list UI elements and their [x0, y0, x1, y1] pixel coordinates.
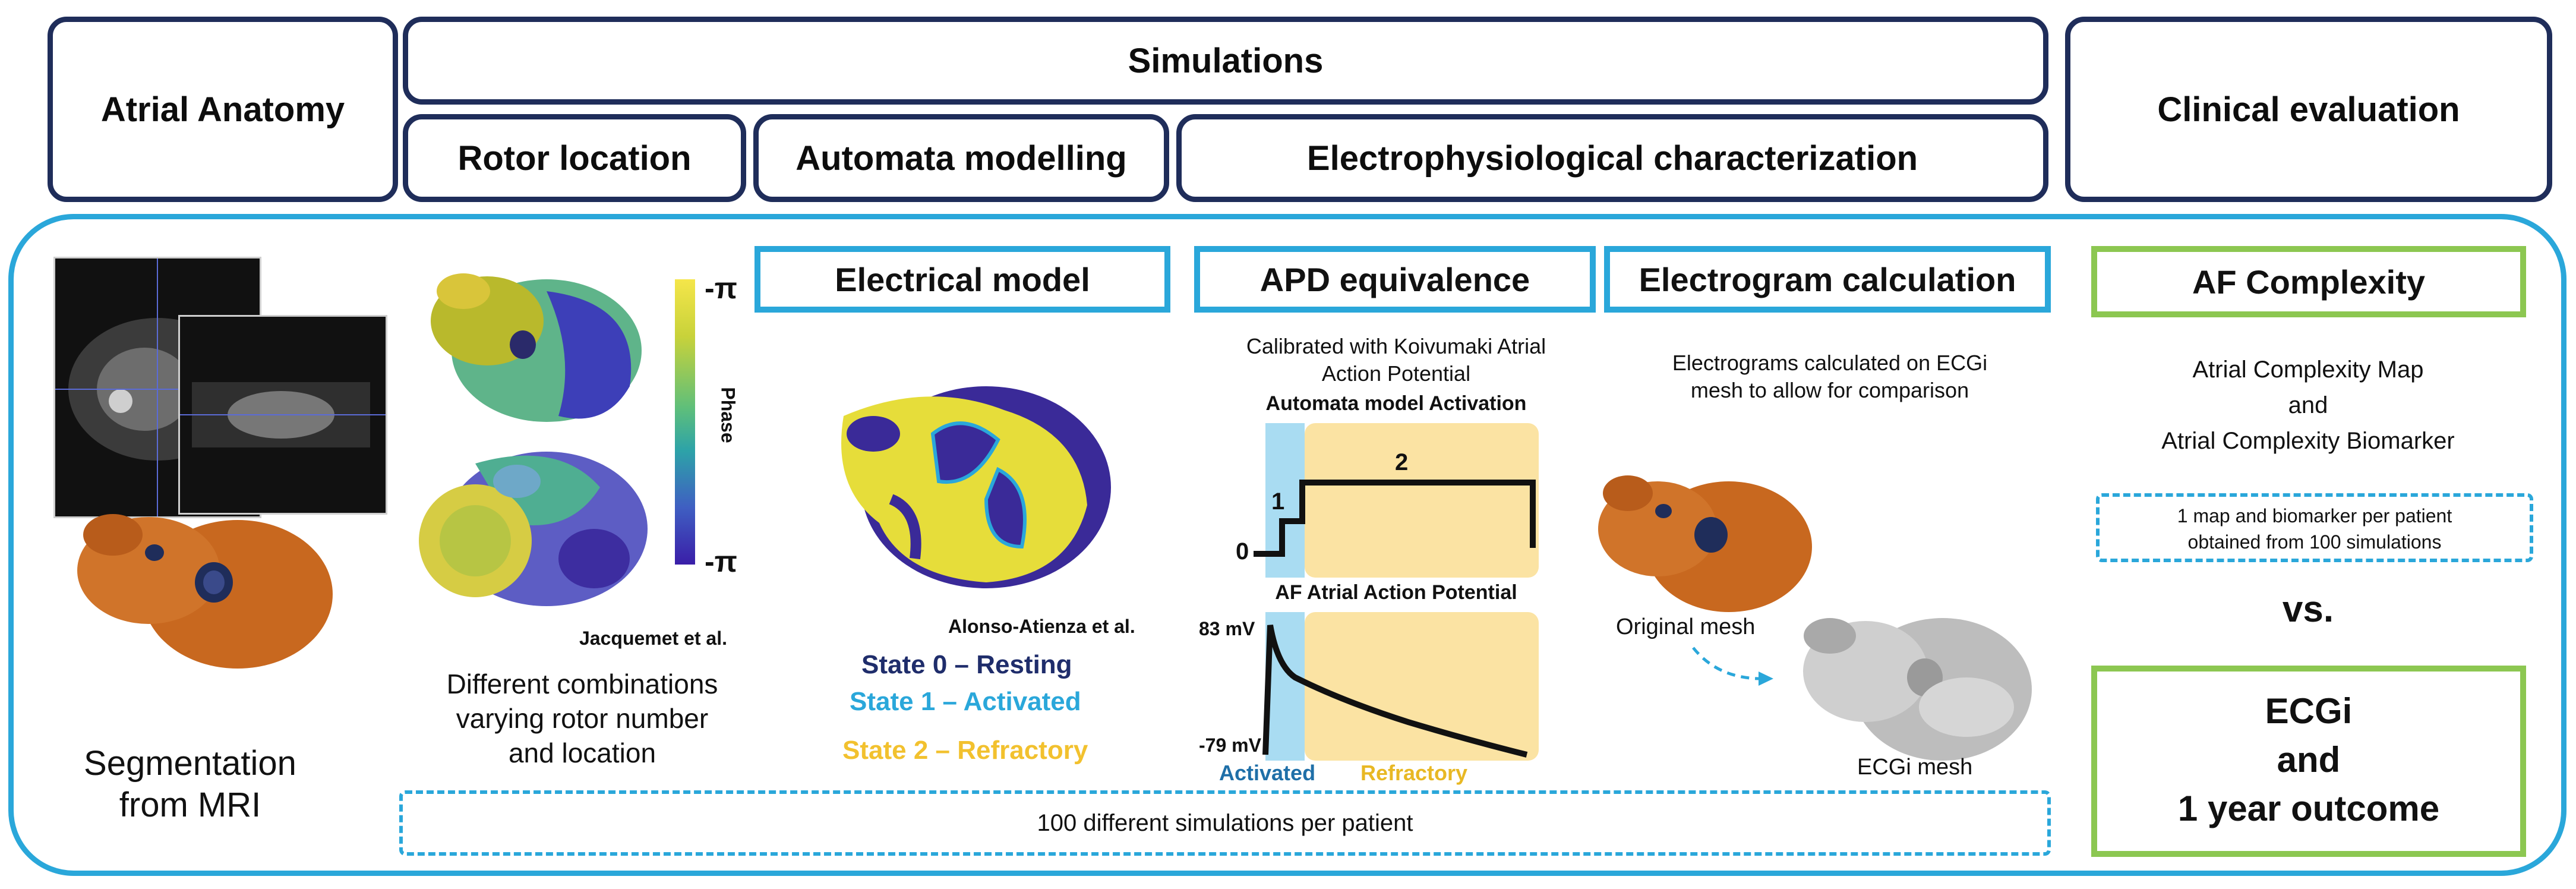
- colorbar-bottom-label: -π: [705, 545, 737, 578]
- state-1-label: State 1 – Activated: [850, 687, 1081, 716]
- rotor-description-line3: and location: [508, 737, 656, 768]
- biomarker-per-patient-box: 1 map and biomarker per patient obtained…: [2096, 493, 2533, 562]
- automata-activation-plot: [1254, 423, 1539, 578]
- rotor-phase-map-bottom: [404, 416, 665, 618]
- refractory-phase-band: [1305, 423, 1539, 578]
- complexity-biomarker-line: Atrial Complexity Biomarker: [2161, 428, 2455, 454]
- electrical-model-atria-image: [808, 368, 1117, 600]
- alonso-atienza-citation: Alonso-Atienza et al.: [948, 616, 1135, 637]
- original-mesh-image: [1592, 464, 1818, 618]
- phase-colorbar: [675, 279, 695, 565]
- main-panel: [8, 214, 2566, 876]
- vs-label: vs.: [2282, 589, 2334, 630]
- rotor-phase-map-top: [416, 256, 654, 434]
- electrogram-calculation-title: Electrogram calculation: [1604, 246, 2051, 313]
- mri-slice-sagittal: [178, 315, 387, 515]
- segmentation-caption-line2: from MRI: [119, 786, 261, 824]
- simulations-per-patient-box: 100 different simulations per patient: [399, 790, 2051, 856]
- clinical-evaluation-header: Clinical evaluation: [2065, 17, 2552, 202]
- atrial-anatomy-header: Atrial Anatomy: [48, 17, 398, 202]
- activated-label: Activated: [1219, 761, 1316, 785]
- electrophysiological-header: Electrophysiological characterization: [1176, 114, 2048, 202]
- automata-label-2: 2: [1395, 449, 1409, 475]
- ecgi-mesh-label: ECGi mesh: [1857, 755, 1973, 780]
- rotor-location-header: Rotor location: [403, 114, 746, 202]
- refractory-label: Refractory: [1360, 761, 1468, 785]
- segmented-atria-image: [59, 493, 339, 677]
- apd-equivalence-title: APD equivalence: [1194, 246, 1596, 313]
- rotor-description-line2: varying rotor number: [456, 703, 709, 734]
- electrogram-description-line2: mesh to allow for comparison: [1690, 378, 1969, 402]
- segmentation-caption-line1: Segmentation: [84, 744, 296, 783]
- af-action-potential-plot: [1254, 612, 1539, 761]
- state-0-label: State 0 – Resting: [861, 650, 1072, 679]
- electrogram-description-line1: Electrograms calculated on ECGi: [1672, 351, 1988, 375]
- outcome-ecgi-line: ECGi: [2265, 691, 2353, 731]
- mesh-transform-arrow: [1687, 642, 1782, 689]
- complexity-map-line: Atrial Complexity Map: [2192, 357, 2424, 383]
- complexity-description: Atrial Complexity Map and Atrial Complex…: [2079, 352, 2537, 459]
- voltage-bottom-label: -79 mV: [1199, 734, 1261, 756]
- outcome-year-line: 1 year outcome: [2177, 789, 2440, 828]
- apd-calibration-line2: Action Potential: [1321, 361, 1471, 386]
- electrical-model-title: Electrical model: [755, 246, 1170, 313]
- ecgi-mesh-image: [1788, 600, 2038, 767]
- automata-label-1: 1: [1271, 488, 1285, 515]
- state-2-label: State 2 – Refractory: [842, 736, 1088, 765]
- ap-refractory-band: [1305, 612, 1539, 761]
- automata-modelling-header: Automata modelling: [753, 114, 1169, 202]
- af-action-potential-title: AF Atrial Action Potential: [1275, 581, 1517, 604]
- segmentation-caption: Segmentation from MRI: [53, 743, 327, 826]
- jacquemet-citation: Jacquemet et al.: [579, 628, 727, 649]
- biomarker-box-line1: 1 map and biomarker per patient: [2177, 505, 2452, 527]
- biomarker-box-line2: obtained from 100 simulations: [2187, 531, 2442, 553]
- apd-calibration-line1: Calibrated with Koivumaki Atrial: [1246, 334, 1546, 358]
- original-mesh-label: Original mesh: [1616, 614, 1756, 639]
- automata-label-0: 0: [1236, 538, 1249, 565]
- colorbar-phase-label: Phase: [717, 387, 739, 443]
- automata-activation-title: Automata model Activation: [1265, 392, 1527, 415]
- electrogram-description: Electrograms calculated on ECGi mesh to …: [1604, 349, 2056, 404]
- af-complexity-title: AF Complexity: [2091, 246, 2526, 317]
- apd-calibration-note: Calibrated with Koivumaki Atrial Action …: [1194, 333, 1598, 387]
- voltage-top-label: 83 mV: [1199, 618, 1255, 639]
- rotor-description-line1: Different combinations: [446, 669, 718, 699]
- colorbar-top-label: -π: [705, 272, 737, 305]
- outcome-box: ECGi and 1 year outcome: [2091, 666, 2526, 857]
- simulations-header: Simulations: [403, 17, 2048, 105]
- outcome-and-line: and: [2277, 740, 2341, 780]
- rotor-description: Different combinations varying rotor num…: [416, 667, 749, 770]
- complexity-and-line: and: [2288, 392, 2328, 418]
